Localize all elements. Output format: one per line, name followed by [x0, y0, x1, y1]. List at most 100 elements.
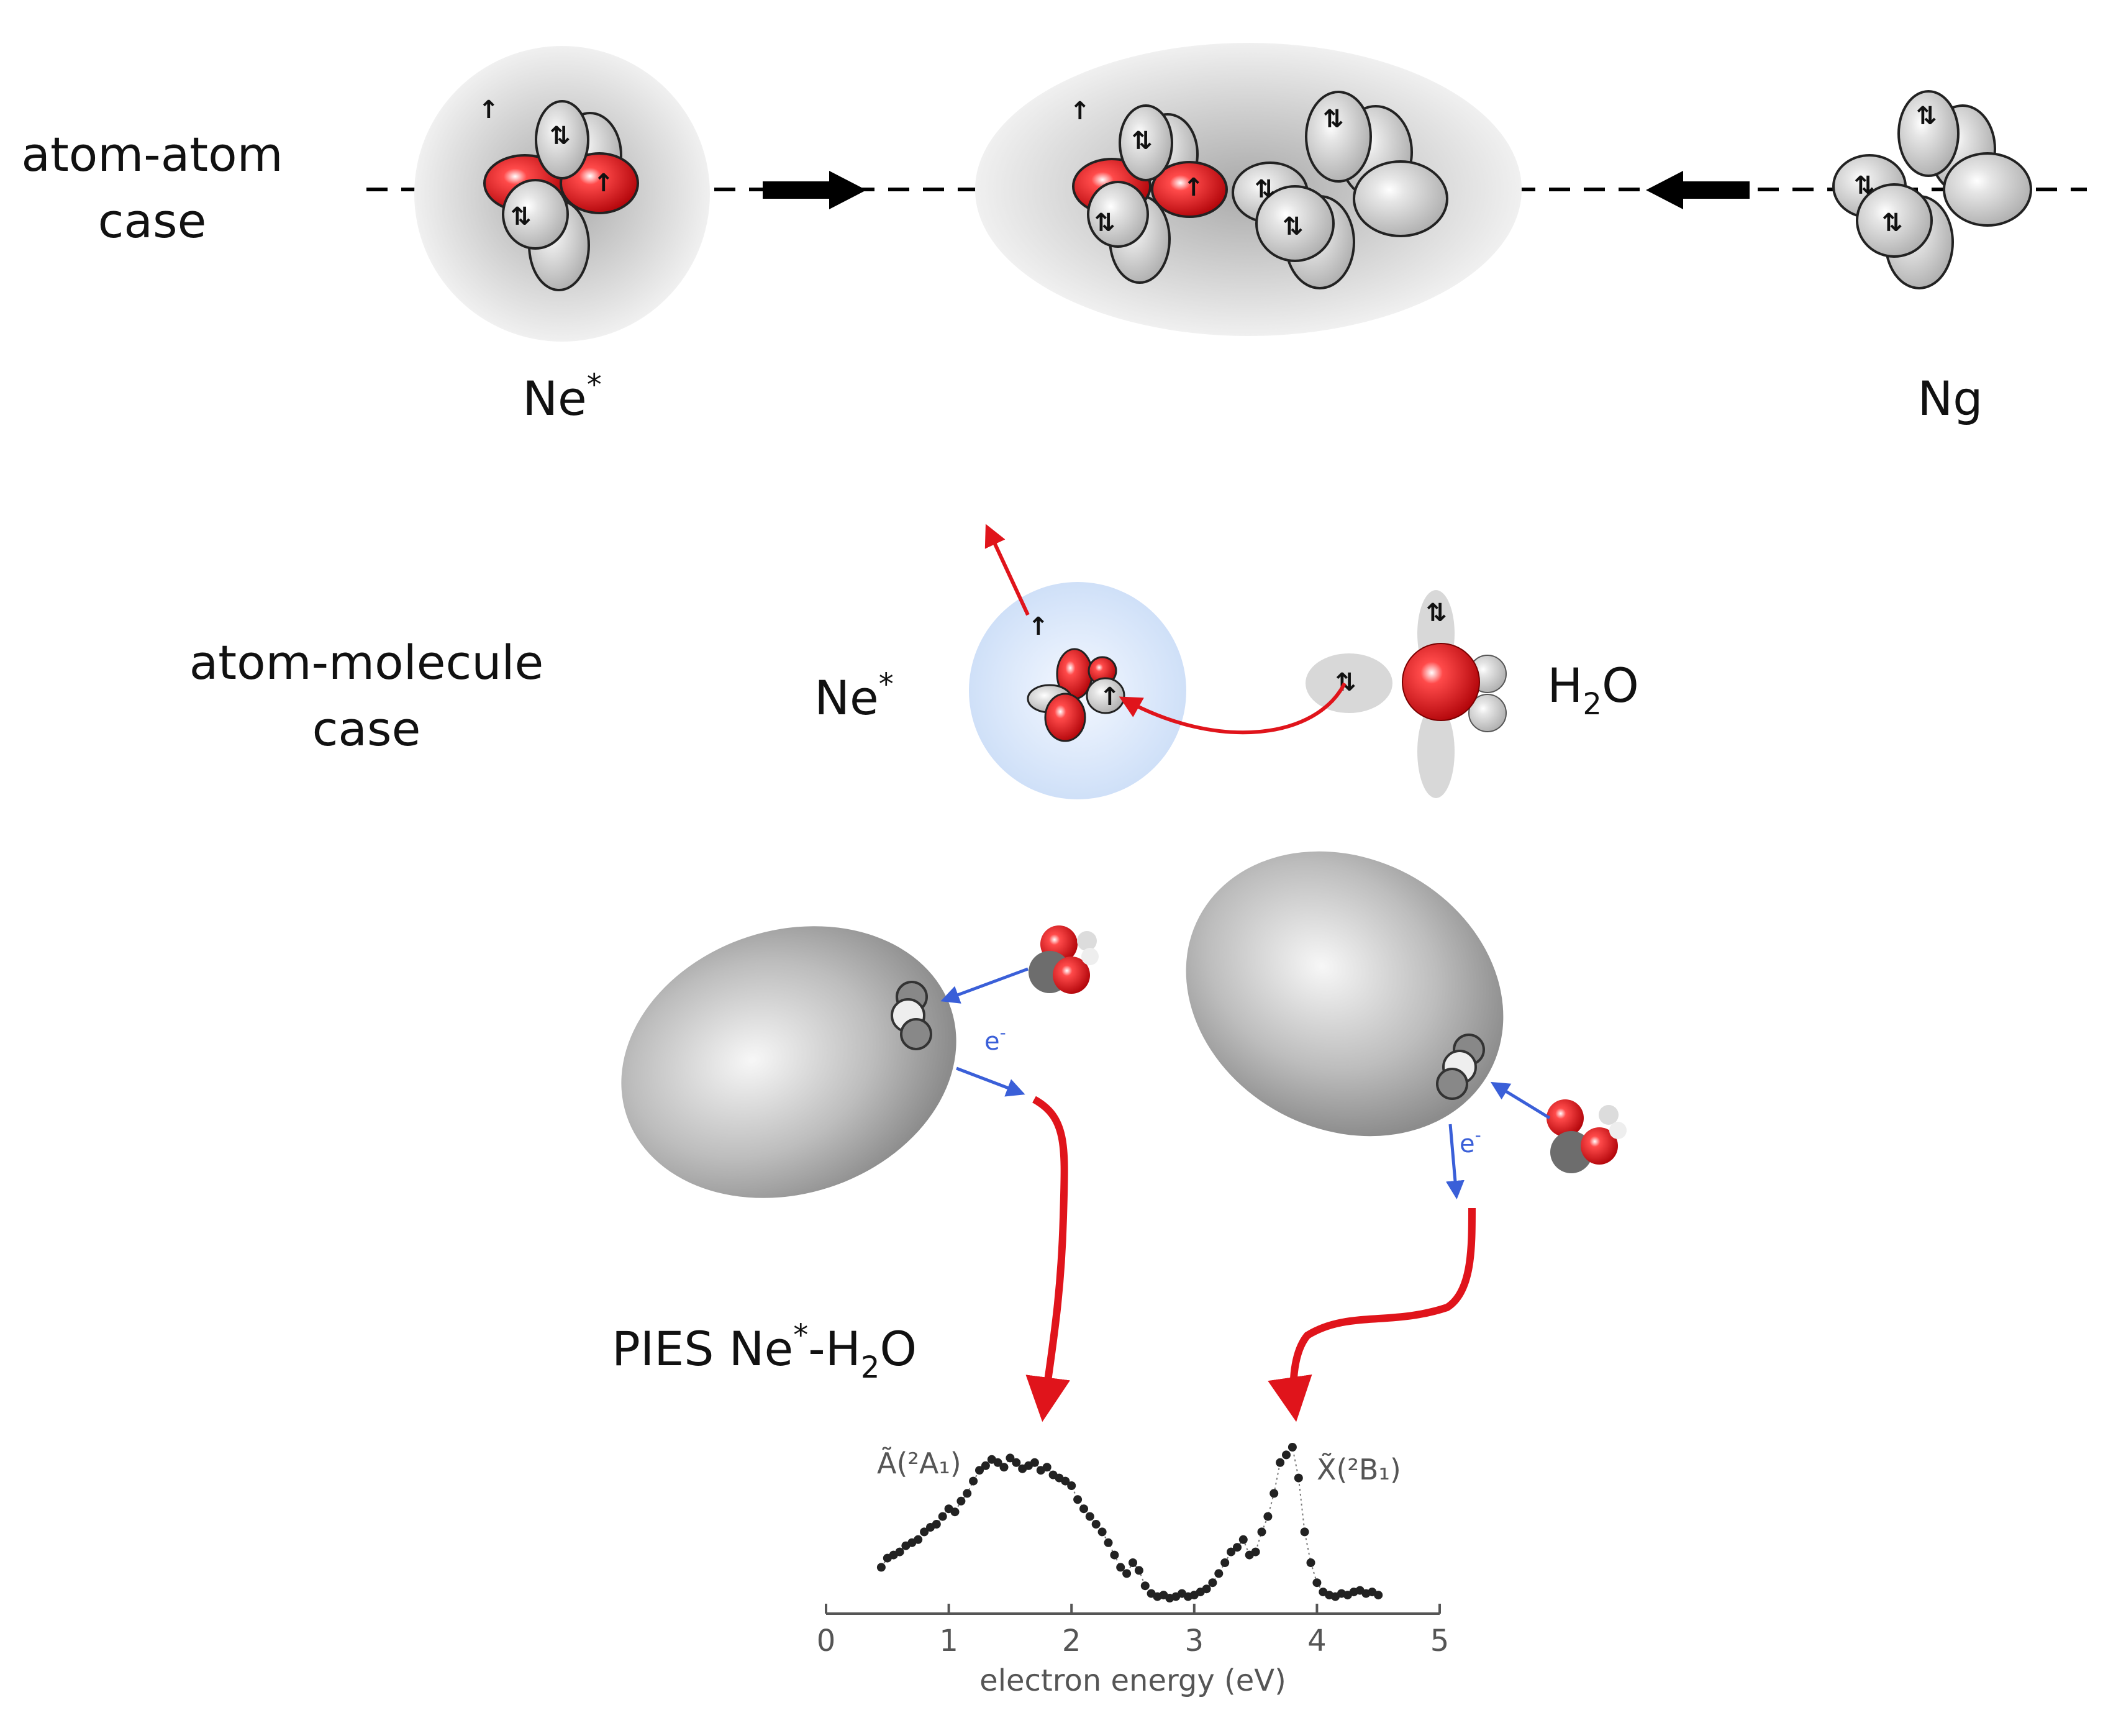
spectrum-point [1110, 1550, 1119, 1560]
spectrum-point [1263, 1512, 1273, 1521]
spectrum-point [1079, 1504, 1088, 1514]
spectrum-point [975, 1466, 984, 1475]
pies-section: e- e- PIES Ne*-H2O [612, 851, 1627, 1422]
spectrum-point [1227, 1547, 1236, 1556]
spectrum-point [1140, 1581, 1150, 1591]
spectrum-point [969, 1476, 978, 1486]
atom-molecule-section: atom-molecule case Ne* ↑ ↑ ⇅ ⇅ H2O [189, 524, 1639, 799]
spectrum-point [932, 1520, 941, 1529]
spectrum-point [1282, 1450, 1291, 1460]
red-arrow-to-a-peak [1025, 1096, 1070, 1422]
right-molecule [1547, 1099, 1627, 1173]
spectrum-point [876, 1563, 886, 1572]
spectrum-point [956, 1496, 966, 1506]
spectrum-point [1251, 1547, 1260, 1556]
spectrum-point [950, 1507, 960, 1517]
spectrum-point [1270, 1489, 1279, 1498]
x-tick-label: 2 [1062, 1624, 1081, 1658]
complex-ne-orbitals [1072, 104, 1228, 284]
atom-atom-section: atom-atom case ↑ ⇅ ⇅ ↑ Ne* [21, 43, 2087, 426]
paired-spin-icon: ⇅ [1132, 127, 1153, 155]
atom-molecule-label: atom-molecule [189, 635, 544, 690]
x-axis-label: electron energy (eV) [979, 1663, 1286, 1698]
spectrum-point [1214, 1569, 1224, 1578]
peak-x-label: X̃(²B₁) [1317, 1453, 1401, 1486]
spectrum-point [1306, 1558, 1315, 1567]
spectrum-point [963, 1489, 972, 1498]
spectrum-point [1220, 1558, 1230, 1567]
water-molecule [1306, 590, 1507, 798]
up-spin-icon: ↑ [1028, 612, 1049, 641]
h2o-label: H2O [1547, 658, 1639, 722]
ne-right-blob [1186, 851, 1504, 1137]
spectrum-point [1202, 1584, 1211, 1594]
spectrum-point [1116, 1563, 1125, 1572]
ne-star-orbitals [483, 100, 639, 291]
x-tick-label: 1 [939, 1624, 958, 1658]
spectrum-point [920, 1527, 929, 1537]
spectrum-point [1091, 1520, 1101, 1529]
up-spin-icon: ↑ [478, 96, 499, 124]
electron-label: e- [1460, 1125, 1481, 1158]
spectrum-points [876, 1443, 1383, 1602]
spectrum-point [1276, 1458, 1285, 1467]
paired-spin-icon: ⇅ [1882, 209, 1903, 237]
approach-arrow-left [1646, 171, 1750, 209]
blue-electron-arrow [940, 967, 1029, 1004]
spectrum-point [999, 1463, 1009, 1472]
paired-spin-icon: ⇅ [1255, 175, 1276, 204]
paired-spin-icon: ⇅ [1283, 212, 1304, 241]
spectrum-point [1042, 1463, 1052, 1472]
spectrum-point [1233, 1543, 1242, 1552]
up-spin-icon: ↑ [1183, 173, 1204, 202]
spectrum-point [1030, 1458, 1039, 1467]
spectrum-point [1085, 1512, 1094, 1521]
spectrum-point [1208, 1578, 1217, 1588]
spectrum-point [981, 1461, 990, 1470]
electron-label: e- [984, 1022, 1006, 1056]
spectrum-point [1294, 1473, 1303, 1483]
peak-a-label: Ã(²A₁) [877, 1447, 961, 1480]
spectrum-trace [881, 1445, 1379, 1599]
ne-left-blob [621, 926, 956, 1198]
spectrum-point [1257, 1527, 1266, 1537]
paired-spin-icon: ⇅ [1916, 102, 1937, 130]
paired-spin-icon: ⇅ [511, 202, 532, 231]
left-blob-orbital [891, 981, 932, 1050]
blue-electron-arrow [1445, 1124, 1465, 1199]
pies-label: PIES Ne*-H2O [612, 1318, 917, 1385]
spectrum-point [895, 1547, 904, 1556]
up-spin-icon: ↑ [1099, 683, 1120, 711]
x-tick-label: 4 [1307, 1624, 1327, 1658]
spectrum-point [1104, 1538, 1113, 1547]
spectrum-point [1312, 1578, 1322, 1588]
ng-orbitals [1832, 90, 2032, 289]
x-tick-label: 0 [817, 1624, 836, 1658]
spectrum-point [993, 1458, 1002, 1467]
ng-label: Ng [1917, 371, 1983, 426]
spectrum-point [1300, 1527, 1309, 1537]
ne-star-small-orbitals [1027, 648, 1125, 742]
spectrum-point [938, 1512, 947, 1521]
atom-atom-case-label: case [98, 193, 207, 248]
paired-spin-icon: ⇅ [1323, 105, 1344, 134]
up-spin-icon: ↑ [1070, 97, 1091, 125]
red-arrow-to-x-peak [1268, 1207, 1476, 1422]
up-spin-icon: ↑ [593, 169, 614, 198]
spectrum-point [1067, 1481, 1076, 1490]
paired-spin-icon: ⇅ [1094, 209, 1115, 237]
spectrum-point [914, 1535, 923, 1544]
atom-atom-label: atom-atom [21, 127, 283, 182]
emitted-electron-arrow [984, 524, 1030, 616]
atom-molecule-case-label: case [312, 701, 421, 757]
blue-electron-arrow [956, 1066, 1025, 1097]
spectrum-point [1122, 1569, 1132, 1578]
spectrum-point [1061, 1476, 1070, 1486]
spectrum-point [1134, 1566, 1143, 1575]
approach-arrow-right [763, 171, 866, 209]
spectrum-point [1374, 1591, 1383, 1600]
x-tick-label: 3 [1185, 1624, 1204, 1658]
